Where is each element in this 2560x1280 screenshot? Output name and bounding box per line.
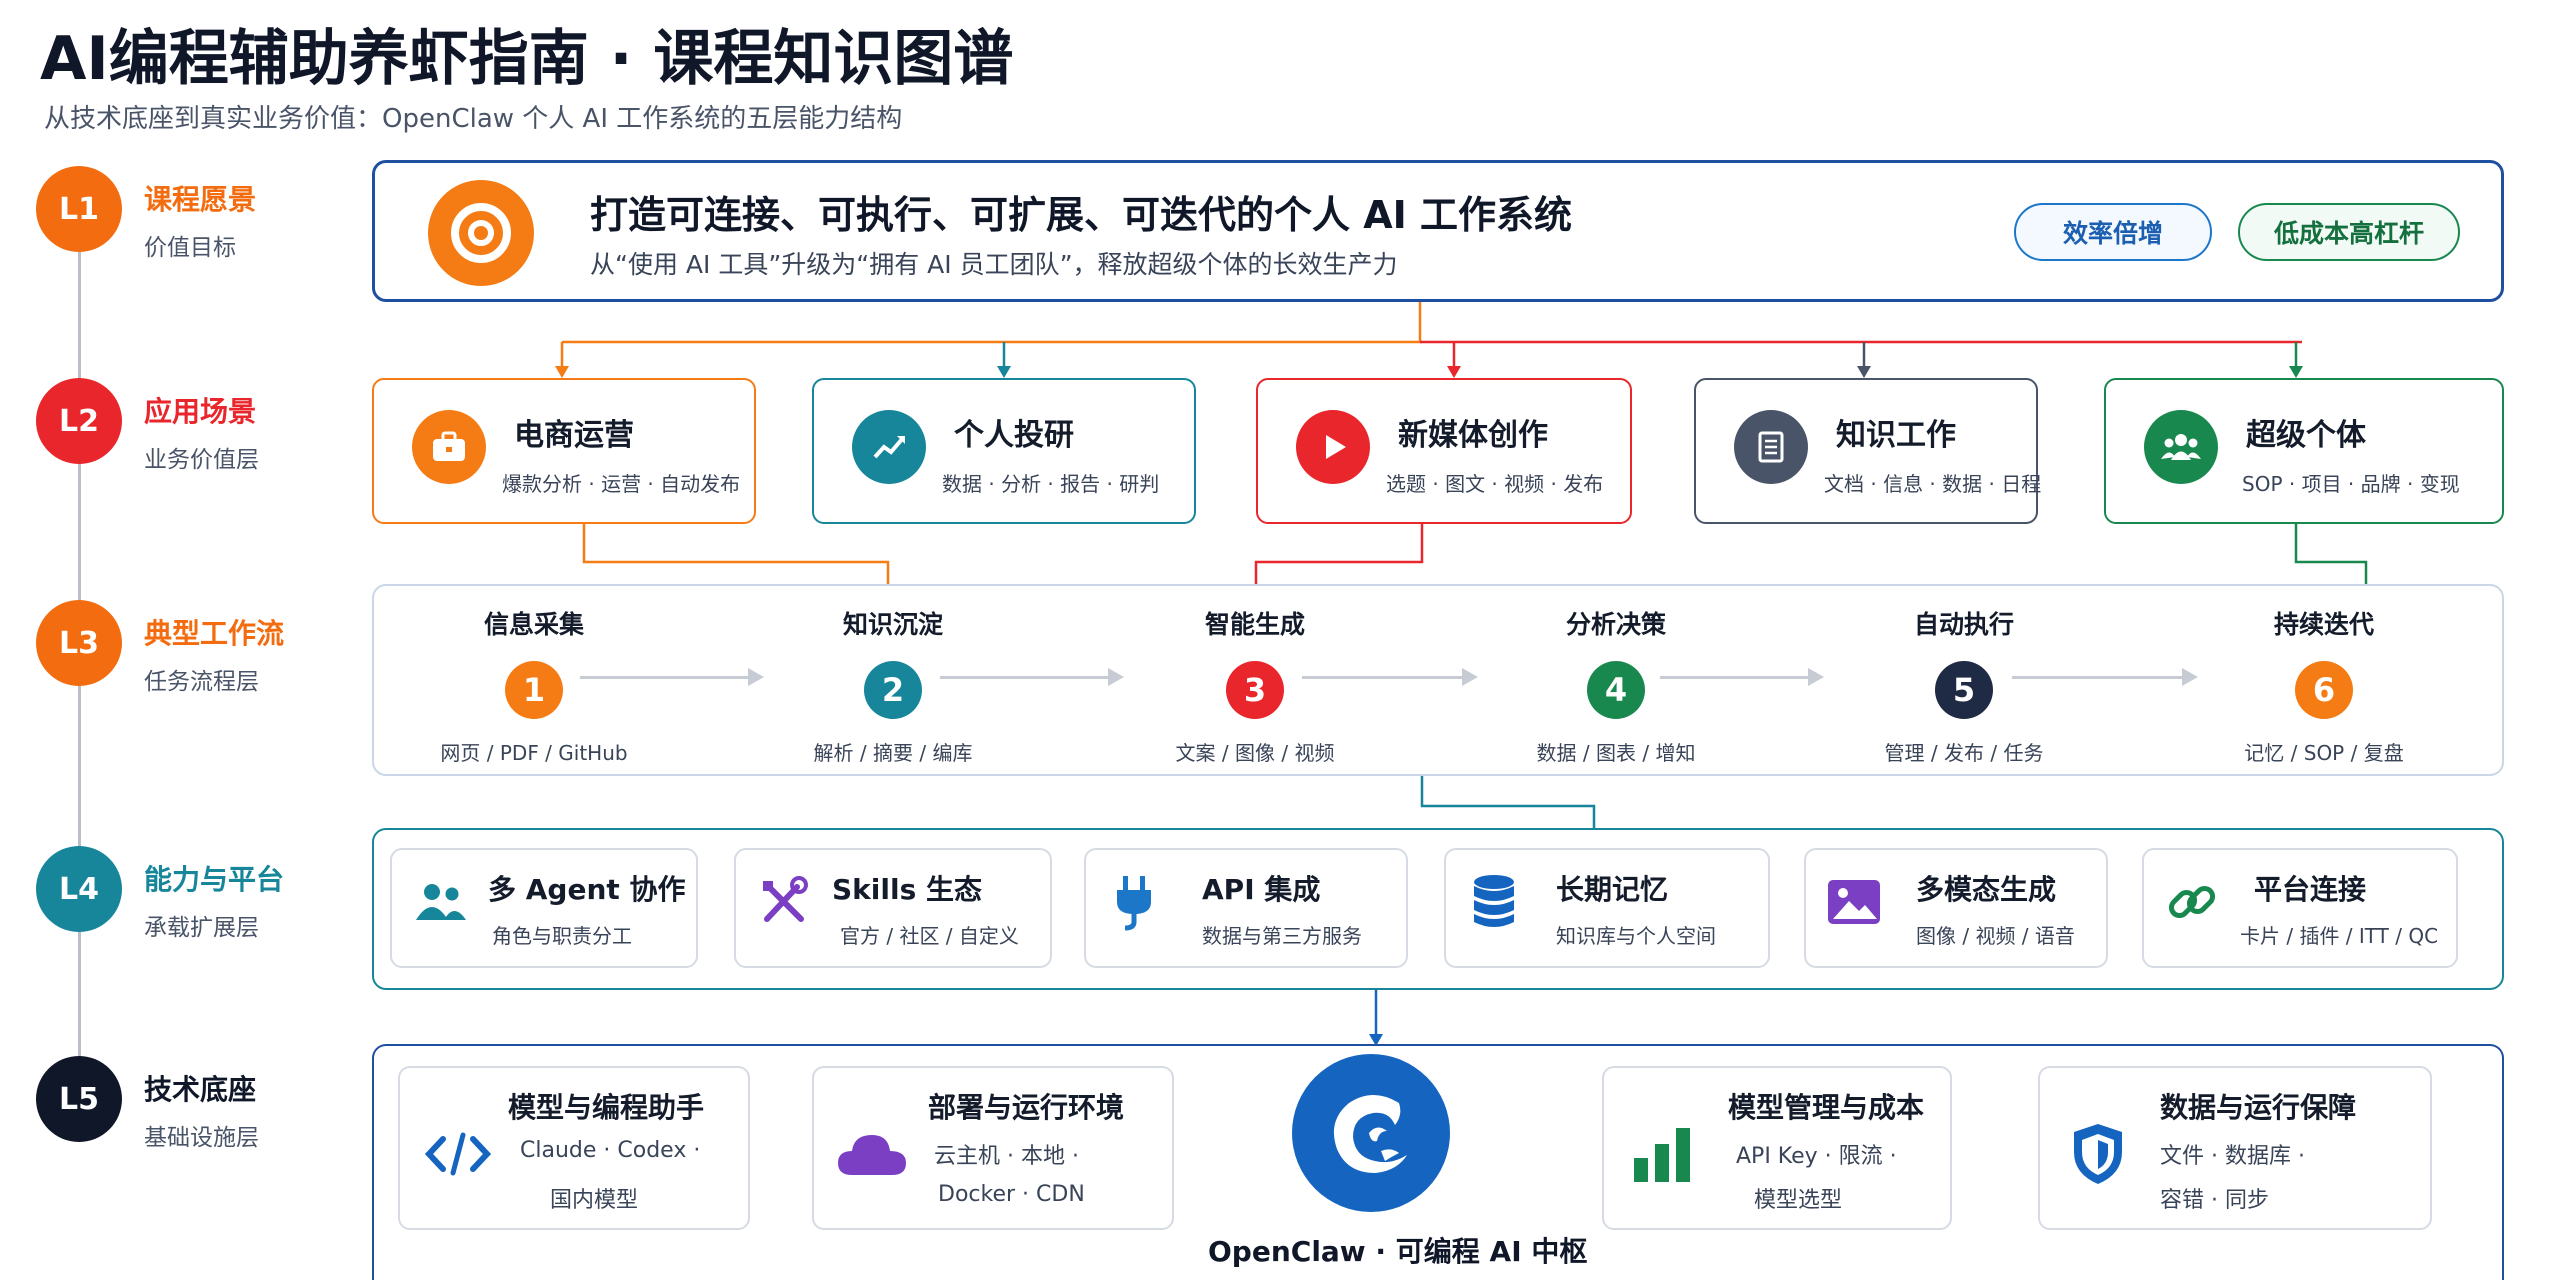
briefcase-icon — [412, 410, 486, 484]
tech-models[interactable]: 模型与编程助手 Claude · Codex · 国内模型 — [398, 1066, 750, 1230]
scenario-title: 电商运营 — [514, 418, 634, 453]
level-badge-l1: L1 — [36, 166, 122, 252]
page-subtitle: 从技术底座到真实业务价值：OpenClaw 个人 AI 工作系统的五层能力结构 — [44, 104, 903, 134]
capability-api[interactable]: API 集成 数据与第三方服务 — [1084, 848, 1408, 968]
tech-model-management[interactable]: 模型管理与成本 API Key · 限流 · 模型选型 — [1602, 1066, 1952, 1230]
scenario-sub: 文档 · 信息 · 数据 · 日程 — [1824, 472, 2042, 496]
level-name-l4: 能力与平台 — [144, 863, 285, 896]
scenario-sub: 选题 · 图文 · 视频 · 发布 — [1386, 472, 1604, 496]
level-badge-l2: L2 — [36, 378, 122, 464]
hub-label: OpenClaw · 可编程 AI 中枢 — [1208, 1235, 1588, 1268]
level-badge-l3: L3 — [36, 600, 122, 686]
scenario-card-knowledge[interactable]: 知识工作 文档 · 信息 · 数据 · 日程 — [1694, 378, 2042, 524]
users-icon — [410, 872, 470, 932]
level-sub-l2: 业务价值层 — [144, 447, 259, 473]
workflow-arrow — [1660, 668, 1824, 686]
scenario-sub: 数据 · 分析 · 报告 · 研判 — [942, 472, 1160, 496]
capability-memory[interactable]: 长期记忆 知识库与个人空间 — [1444, 848, 1770, 968]
trend-chart-icon — [852, 410, 926, 484]
workflow-step-2: 知识沉淀 2 解析 / 摘要 / 编库 — [813, 610, 973, 765]
scenario-title: 个人投研 — [954, 418, 1074, 453]
level-name-l2: 应用场景 — [144, 395, 257, 428]
plug-icon — [1104, 872, 1164, 932]
scenario-title: 新媒体创作 — [1398, 418, 1548, 453]
scenario-title: 超级个体 — [2246, 418, 2366, 453]
image-icon — [1824, 872, 1884, 932]
scenario-card-media[interactable]: 新媒体创作 选题 · 图文 · 视频 · 发布 — [1256, 378, 1632, 524]
level-sub-l3: 任务流程层 — [144, 669, 259, 695]
workflow-step-4: 分析决策 4 数据 / 图表 / 增知 — [1536, 610, 1696, 765]
workflow-arrow — [940, 668, 1124, 686]
tech-deployment[interactable]: 部署与运行环境 云主机 · 本地 · Docker · CDN — [812, 1066, 1174, 1230]
vision-desc: 从“使用 AI 工具”升级为“拥有 AI 员工团队”，释放超级个体的长效生产力 — [590, 250, 1398, 279]
scenario-card-ecommerce[interactable]: 电商运营 爆款分析 · 运营 · 自动发布 — [372, 378, 756, 524]
document-icon — [1734, 410, 1808, 484]
capability-multimodal[interactable]: 多模态生成 图像 / 视频 / 语音 — [1804, 848, 2108, 968]
code-icon — [420, 1116, 496, 1192]
badge-efficiency: 效率倍增 — [2014, 203, 2212, 261]
level-sub-l4: 承载扩展层 — [144, 915, 259, 941]
capability-platform[interactable]: 平台连接 卡片 / 插件 / ITT / QC — [2142, 848, 2458, 968]
workflow-arrow — [1302, 668, 1478, 686]
scenario-sub: 爆款分析 · 运营 · 自动发布 — [502, 472, 741, 496]
team-icon — [2144, 410, 2218, 484]
capability-multi-agent[interactable]: 多 Agent 协作 角色与职责分工 — [390, 848, 698, 968]
scenario-title: 知识工作 — [1836, 418, 1956, 453]
scenario-card-super-individual[interactable]: 超级个体 SOP · 项目 · 品牌 · 变现 — [2104, 378, 2504, 524]
tools-icon — [754, 872, 814, 932]
workflow-step-6: 持续迭代 6 记忆 / SOP / 复盘 — [2244, 610, 2404, 765]
tech-data-ops[interactable]: 数据与运行保障 文件 · 数据库 · 容错 · 同步 — [2038, 1066, 2432, 1230]
scenario-sub: SOP · 项目 · 品牌 · 变现 — [2242, 472, 2460, 496]
level-name-l5: 技术底座 — [144, 1073, 257, 1106]
scenario-card-research[interactable]: 个人投研 数据 · 分析 · 报告 · 研判 — [812, 378, 1196, 524]
workflow-arrow — [580, 668, 764, 686]
page-title: AI编程辅助养虾指南 · 课程知识图谱 — [40, 24, 1014, 94]
shield-icon — [2060, 1116, 2136, 1192]
level-name-l3: 典型工作流 — [144, 617, 285, 650]
vision-title: 打造可连接、可执行、可扩展、可迭代的个人 AI 工作系统 — [590, 193, 1573, 237]
workflow-arrow — [2012, 668, 2198, 686]
level-badge-l5: L5 — [36, 1056, 122, 1142]
bar-chart-icon — [1624, 1116, 1700, 1192]
level-badge-l4: L4 — [36, 846, 122, 932]
level-sub-l1: 价值目标 — [144, 235, 236, 261]
workflow-step-5: 自动执行 5 管理 / 发布 / 任务 — [1884, 610, 2044, 765]
link-icon — [2162, 872, 2222, 932]
play-icon — [1296, 410, 1370, 484]
target-icon — [428, 180, 534, 286]
level-name-l1: 课程愿景 — [144, 183, 257, 216]
workflow-panel — [372, 584, 2504, 776]
badge-low-cost: 低成本高杠杆 — [2238, 203, 2460, 261]
workflow-step-3: 智能生成 3 文案 / 图像 / 视频 — [1175, 610, 1335, 765]
cloud-icon — [834, 1116, 910, 1192]
capability-skills[interactable]: Skills 生态 官方 / 社区 / 自定义 — [734, 848, 1052, 968]
level-sub-l5: 基础设施层 — [144, 1125, 259, 1151]
openclaw-logo-icon — [1292, 1054, 1450, 1212]
workflow-step-1: 信息采集 1 网页 / PDF / GitHub — [440, 610, 628, 765]
database-icon — [1464, 872, 1524, 932]
